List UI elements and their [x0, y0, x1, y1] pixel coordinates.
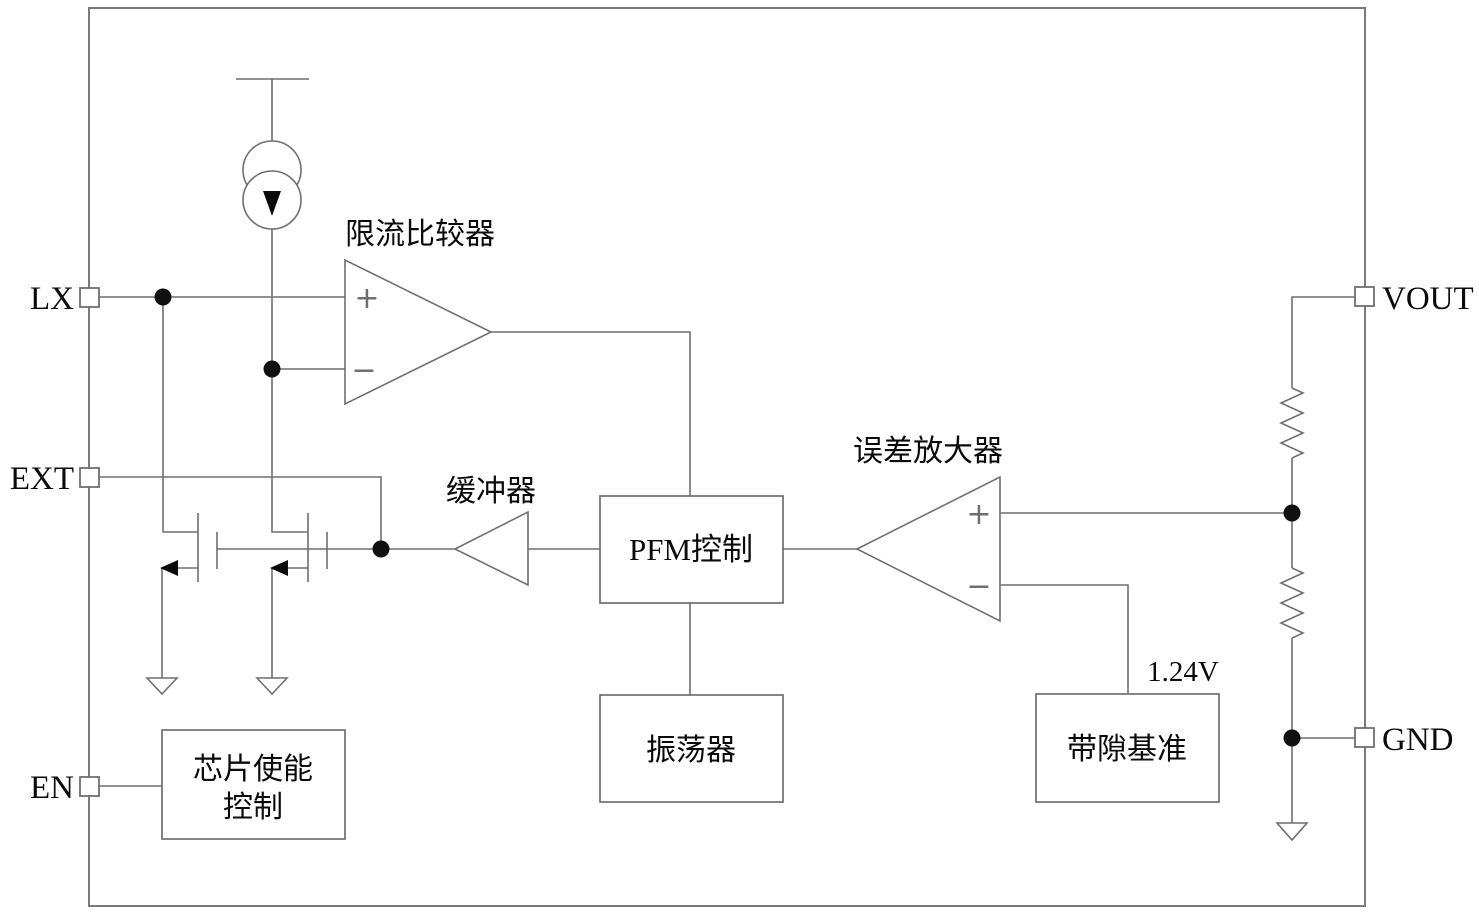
error-amp-plus-sign: + [966, 497, 991, 532]
mosfet-transistor-2 [270, 513, 328, 582]
bandgap-label: 带隙基准 [1067, 733, 1187, 766]
wire-current-source-to-t2-gate [271, 79, 308, 533]
wires [99, 78, 1355, 823]
oscillator-box [599, 694, 784, 803]
t1-source-arrow-icon [160, 560, 178, 576]
ground-symbol-divider [1275, 822, 1309, 842]
wire-bandgap-to-minus [1000, 584, 1129, 694]
vout-pin-label: VOUT [1382, 281, 1474, 317]
pfm-control-label: PFM控制 [629, 532, 753, 567]
wire-lx-to-t1-gate [162, 297, 198, 533]
junction-dot-feedback [1283, 504, 1301, 522]
chip-enable-block: 芯片使能 控制 [161, 729, 346, 840]
chip-enable-box [161, 729, 346, 840]
ext-pin: EXT [10, 461, 100, 497]
ground-symbol-t1 [145, 677, 179, 696]
chip-enable-label-line1: 芯片使能 [193, 753, 313, 786]
junction-dot-lx [154, 288, 172, 306]
chip-boundary [88, 7, 1366, 907]
lx-pin: LX [30, 281, 100, 317]
junction-dot-minus [263, 360, 281, 378]
chip-enable-label-line2: 控制 [223, 791, 283, 824]
junction-dot-gnd [1283, 729, 1301, 747]
current-limit-comparator: 限流比较器 + − [344, 218, 495, 406]
resistor-r2 [1279, 567, 1305, 639]
wire-ext-to-node [99, 476, 382, 549]
t2-source-arrow-icon [270, 560, 288, 576]
wire-vout-to-divider [1291, 296, 1355, 388]
comparator-minus-sign: − [351, 353, 376, 388]
comparator-label: 限流比较器 [345, 218, 495, 251]
vout-pin: VOUT [1354, 281, 1474, 317]
lx-pin-label: LX [30, 281, 74, 317]
pfm-control-box [599, 495, 784, 604]
comparator-plus-sign: + [354, 281, 379, 316]
buffer-label: 缓冲器 [446, 475, 536, 508]
lx-pin-square [79, 287, 100, 308]
comparator-triangle [344, 258, 493, 406]
buffer: 缓冲器 [446, 475, 536, 587]
gnd-pin-label: GND [1382, 722, 1454, 758]
error-amplifier-triangle [855, 475, 1001, 623]
ground-symbol-t2 [255, 677, 289, 696]
current-arrow-icon [263, 191, 281, 216]
en-pin: EN [30, 770, 100, 806]
error-amp-minus-sign: − [966, 569, 991, 604]
pfm-control-block: PFM控制 [599, 495, 784, 604]
ext-pin-square [79, 467, 100, 488]
bandgap-voltage-label: 1.24V [1147, 656, 1219, 688]
vout-pin-square [1354, 286, 1375, 307]
oscillator-label: 振荡器 [646, 734, 736, 767]
error-amplifier: 误差放大器 + − [853, 435, 1003, 623]
ext-pin-label: EXT [10, 461, 74, 497]
en-pin-square [79, 776, 100, 797]
gnd-pin: GND [1354, 722, 1454, 758]
wire-comparator-to-pfm [491, 331, 691, 496]
junction-dot-driver-node [372, 540, 390, 558]
en-pin-label: EN [30, 770, 74, 806]
current-source [242, 140, 302, 230]
oscillator-block: 振荡器 [599, 694, 784, 803]
buffer-triangle [453, 510, 529, 587]
mosfet-transistor-1 [160, 513, 218, 582]
gnd-pin-square [1354, 727, 1375, 748]
bandgap-block: 1.24V 带隙基准 [1035, 656, 1220, 803]
error-amplifier-label: 误差放大器 [853, 435, 1003, 468]
resistor-r1 [1279, 387, 1305, 459]
feedback-divider [1279, 387, 1305, 639]
bandgap-box [1035, 693, 1220, 803]
